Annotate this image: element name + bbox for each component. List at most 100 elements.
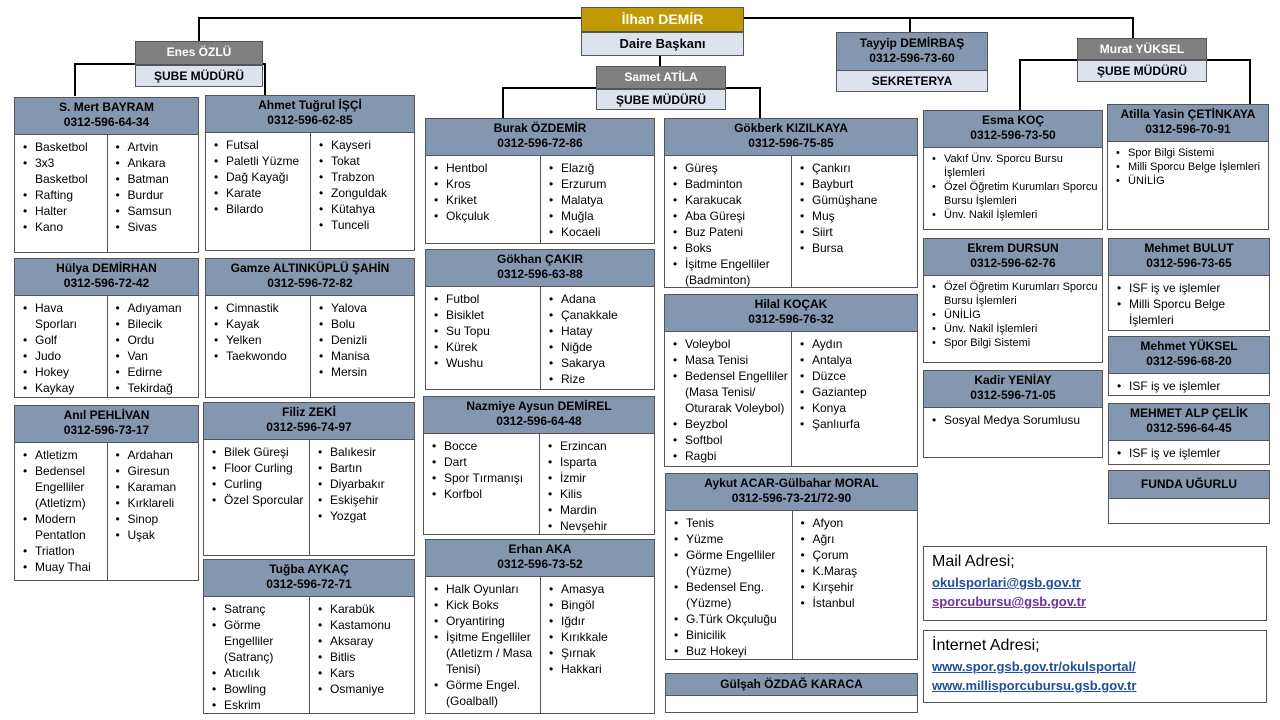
province-item: Karaman bbox=[114, 479, 197, 495]
sport-item: Görme Engelliler (Yüzme) bbox=[672, 547, 790, 579]
sport-item: Taekwondo bbox=[212, 348, 308, 364]
sport-item: Atletizm bbox=[21, 447, 105, 463]
province-item: Amasya bbox=[547, 581, 652, 597]
sport-item: Su Topu bbox=[432, 323, 538, 339]
staff-name: Filiz ZEKİ bbox=[282, 405, 336, 419]
province-item: Gaziantep bbox=[798, 384, 915, 400]
province-item: K.Maraş bbox=[799, 563, 916, 579]
sport-item: Softbol bbox=[671, 432, 789, 448]
province-item: Bayburt bbox=[798, 176, 915, 192]
staff-name: Mehmet BULUT bbox=[1144, 241, 1234, 255]
sport-item: Judo bbox=[21, 348, 105, 364]
staff-columns: BocceDartSpor TırmanışıKorfbolErzincanIs… bbox=[424, 434, 654, 534]
province-item: Aydın bbox=[798, 336, 915, 352]
mail-info-box: Mail Adresi; okulsporlari@gsb.gov.tr spo… bbox=[923, 546, 1267, 621]
sport-item: Görme Engel. (Goalball) bbox=[432, 677, 538, 709]
sport-item: Kros bbox=[432, 176, 538, 192]
sport-item: Kano bbox=[21, 219, 105, 235]
province-item: Kütahya bbox=[317, 201, 412, 217]
provinces-list: BalıkesirBartınDiyarbakırEskişehirYozgat bbox=[316, 444, 412, 524]
sport-item: Karate bbox=[212, 185, 308, 201]
staff-phone: 0312-596-64-34 bbox=[63, 115, 150, 129]
sport-item: Bedensel Engelliler (Masa Tenisi/ Oturar… bbox=[671, 368, 789, 416]
staff-phone: 0312-596-73-52 bbox=[497, 557, 583, 571]
web-link-okulsportal[interactable]: www.spor.gsb.gov.tr/okulsportal/ bbox=[932, 659, 1136, 674]
sport-item: Bedensel Engelliler (Atletizm) bbox=[21, 463, 105, 511]
province-item: Çorum bbox=[799, 547, 916, 563]
provinces-column: ArtvinAnkaraBatmanBurdurSamsunSivas bbox=[106, 135, 199, 252]
sport-item: İşitme Engelliler (Badminton) bbox=[671, 256, 789, 288]
province-item: Sivas bbox=[114, 219, 197, 235]
province-item: Balıkesir bbox=[316, 444, 412, 460]
province-item: Karabük bbox=[316, 601, 412, 617]
staff-columns: Basketbol3x3 BasketbolRaftingHalterKanoA… bbox=[15, 135, 198, 252]
staff-columns: VoleybolMasa TenisiBedensel Engelliler (… bbox=[665, 332, 917, 466]
duty-item: Vakıf Ünv. Sporcu Bursu İşlemleri bbox=[930, 152, 1098, 180]
provinces-column: ArdahanGiresunKaramanKırklareliSinopUşak bbox=[106, 443, 199, 580]
province-item: Denizli bbox=[317, 332, 412, 348]
province-item: Muş bbox=[798, 208, 915, 224]
provinces-list: YalovaBoluDenizliManisaMersin bbox=[317, 300, 412, 380]
staff-name: Kadir YENİAY bbox=[974, 373, 1052, 387]
sports-list: SatrançGörme Engelliler (Satranç)Atıcılı… bbox=[210, 601, 307, 713]
staff-phone: 0312-596-72-86 bbox=[497, 136, 583, 150]
province-item: Sinop bbox=[114, 511, 197, 527]
staff-card: S. Mert BAYRAM0312-596-64-34Basketbol3x3… bbox=[14, 97, 199, 253]
duties-column: ISF iş ve işlemler bbox=[1109, 441, 1269, 461]
sport-item: İşitme Engelliler (Atletizm / Masa Tenis… bbox=[432, 629, 538, 677]
staff-name: Burak ÖZDEMİR bbox=[493, 121, 587, 135]
sports-column: AtletizmBedensel Engelliler (Atletizm)Mo… bbox=[15, 443, 107, 580]
staff-card: Gökhan ÇAKIR0312-596-63-88FutbolBisiklet… bbox=[425, 249, 655, 390]
web-link-millisporcubursu[interactable]: www.millisporcubursu.gsb.gov.tr bbox=[932, 678, 1137, 693]
provinces-list: ArdahanGiresunKaramanKırklareliSinopUşak bbox=[114, 447, 197, 543]
duty-item: Ünv. Nakil İşlemleri bbox=[930, 208, 1098, 222]
sport-item: Kürek bbox=[432, 339, 538, 355]
duties-column: ISF iş ve işlemler bbox=[1109, 374, 1269, 394]
provinces-column: ErzincanIspartaİzmirKilisMardinNevşehir bbox=[539, 434, 654, 534]
sports-list: Hava SporlarıGolfJudoHokeyKaykay bbox=[21, 300, 105, 396]
staff-columns: SatrançGörme Engelliler (Satranç)Atıcılı… bbox=[204, 597, 414, 713]
staff-columns: FutsalPaletli YüzmeDağ KayağıKarateBilar… bbox=[206, 133, 414, 250]
mail-link-sporcubursu[interactable]: sporcubursu@gsb.gov.tr bbox=[932, 594, 1087, 609]
staff-columns: Hava SporlarıGolfJudoHokeyKaykayAdıyaman… bbox=[15, 296, 198, 397]
sport-item: 3x3 Basketbol bbox=[21, 155, 105, 187]
sports-list: Bilek GüreşiFloor CurlingCurlingÖzel Spo… bbox=[210, 444, 307, 508]
sport-item: Güreş bbox=[671, 160, 789, 176]
center-manager-role-box: ŞUBE MÜDÜRÜ bbox=[596, 89, 726, 110]
staff-phone: 0312-596-76-32 bbox=[748, 312, 834, 326]
province-item: Antalya bbox=[798, 352, 915, 368]
sport-item: Yelken bbox=[212, 332, 308, 348]
province-item: Hatay bbox=[547, 323, 652, 339]
sports-column: Hava SporlarıGolfJudoHokeyKaykay bbox=[15, 296, 107, 397]
sports-column: CimnastikKayakYelkenTaekwondo bbox=[206, 296, 310, 397]
sports-list: GüreşBadmintonKarakucakAba GüreşiBuz Pat… bbox=[671, 160, 789, 288]
staff-phone: 0312-596-62-76 bbox=[970, 256, 1056, 270]
staff-phone: 0312-596-64-48 bbox=[496, 414, 582, 428]
sport-item: Okçuluk bbox=[432, 208, 538, 224]
province-item: Isparta bbox=[546, 454, 652, 470]
duties-list: Özel Öğretim Kurumları Sporcu Bursu İşle… bbox=[930, 280, 1098, 350]
province-item: Bingöl bbox=[547, 597, 652, 613]
sport-item: Muay Thai bbox=[21, 559, 105, 575]
sport-item: Görme Engelliler (Satranç) bbox=[210, 617, 307, 665]
staff-phone: 0312-596-75-85 bbox=[748, 136, 834, 150]
sports-list: CimnastikKayakYelkenTaekwondo bbox=[212, 300, 308, 364]
province-item: Osmaniye bbox=[316, 681, 412, 697]
province-item: Ağrı bbox=[799, 531, 916, 547]
sport-item: Futbol bbox=[432, 291, 538, 307]
sport-item: Hava Sporları bbox=[21, 300, 105, 332]
mail-link-okulsporlari[interactable]: okulsporlari@gsb.gov.tr bbox=[932, 575, 1081, 590]
web-title: İnternet Adresi; bbox=[932, 637, 1040, 654]
sports-list: VoleybolMasa TenisiBedensel Engelliler (… bbox=[671, 336, 789, 464]
sports-list: FutsalPaletli YüzmeDağ KayağıKarateBilar… bbox=[212, 137, 308, 217]
staff-name: Aykut ACAR-Gülbahar MORAL bbox=[704, 476, 879, 490]
